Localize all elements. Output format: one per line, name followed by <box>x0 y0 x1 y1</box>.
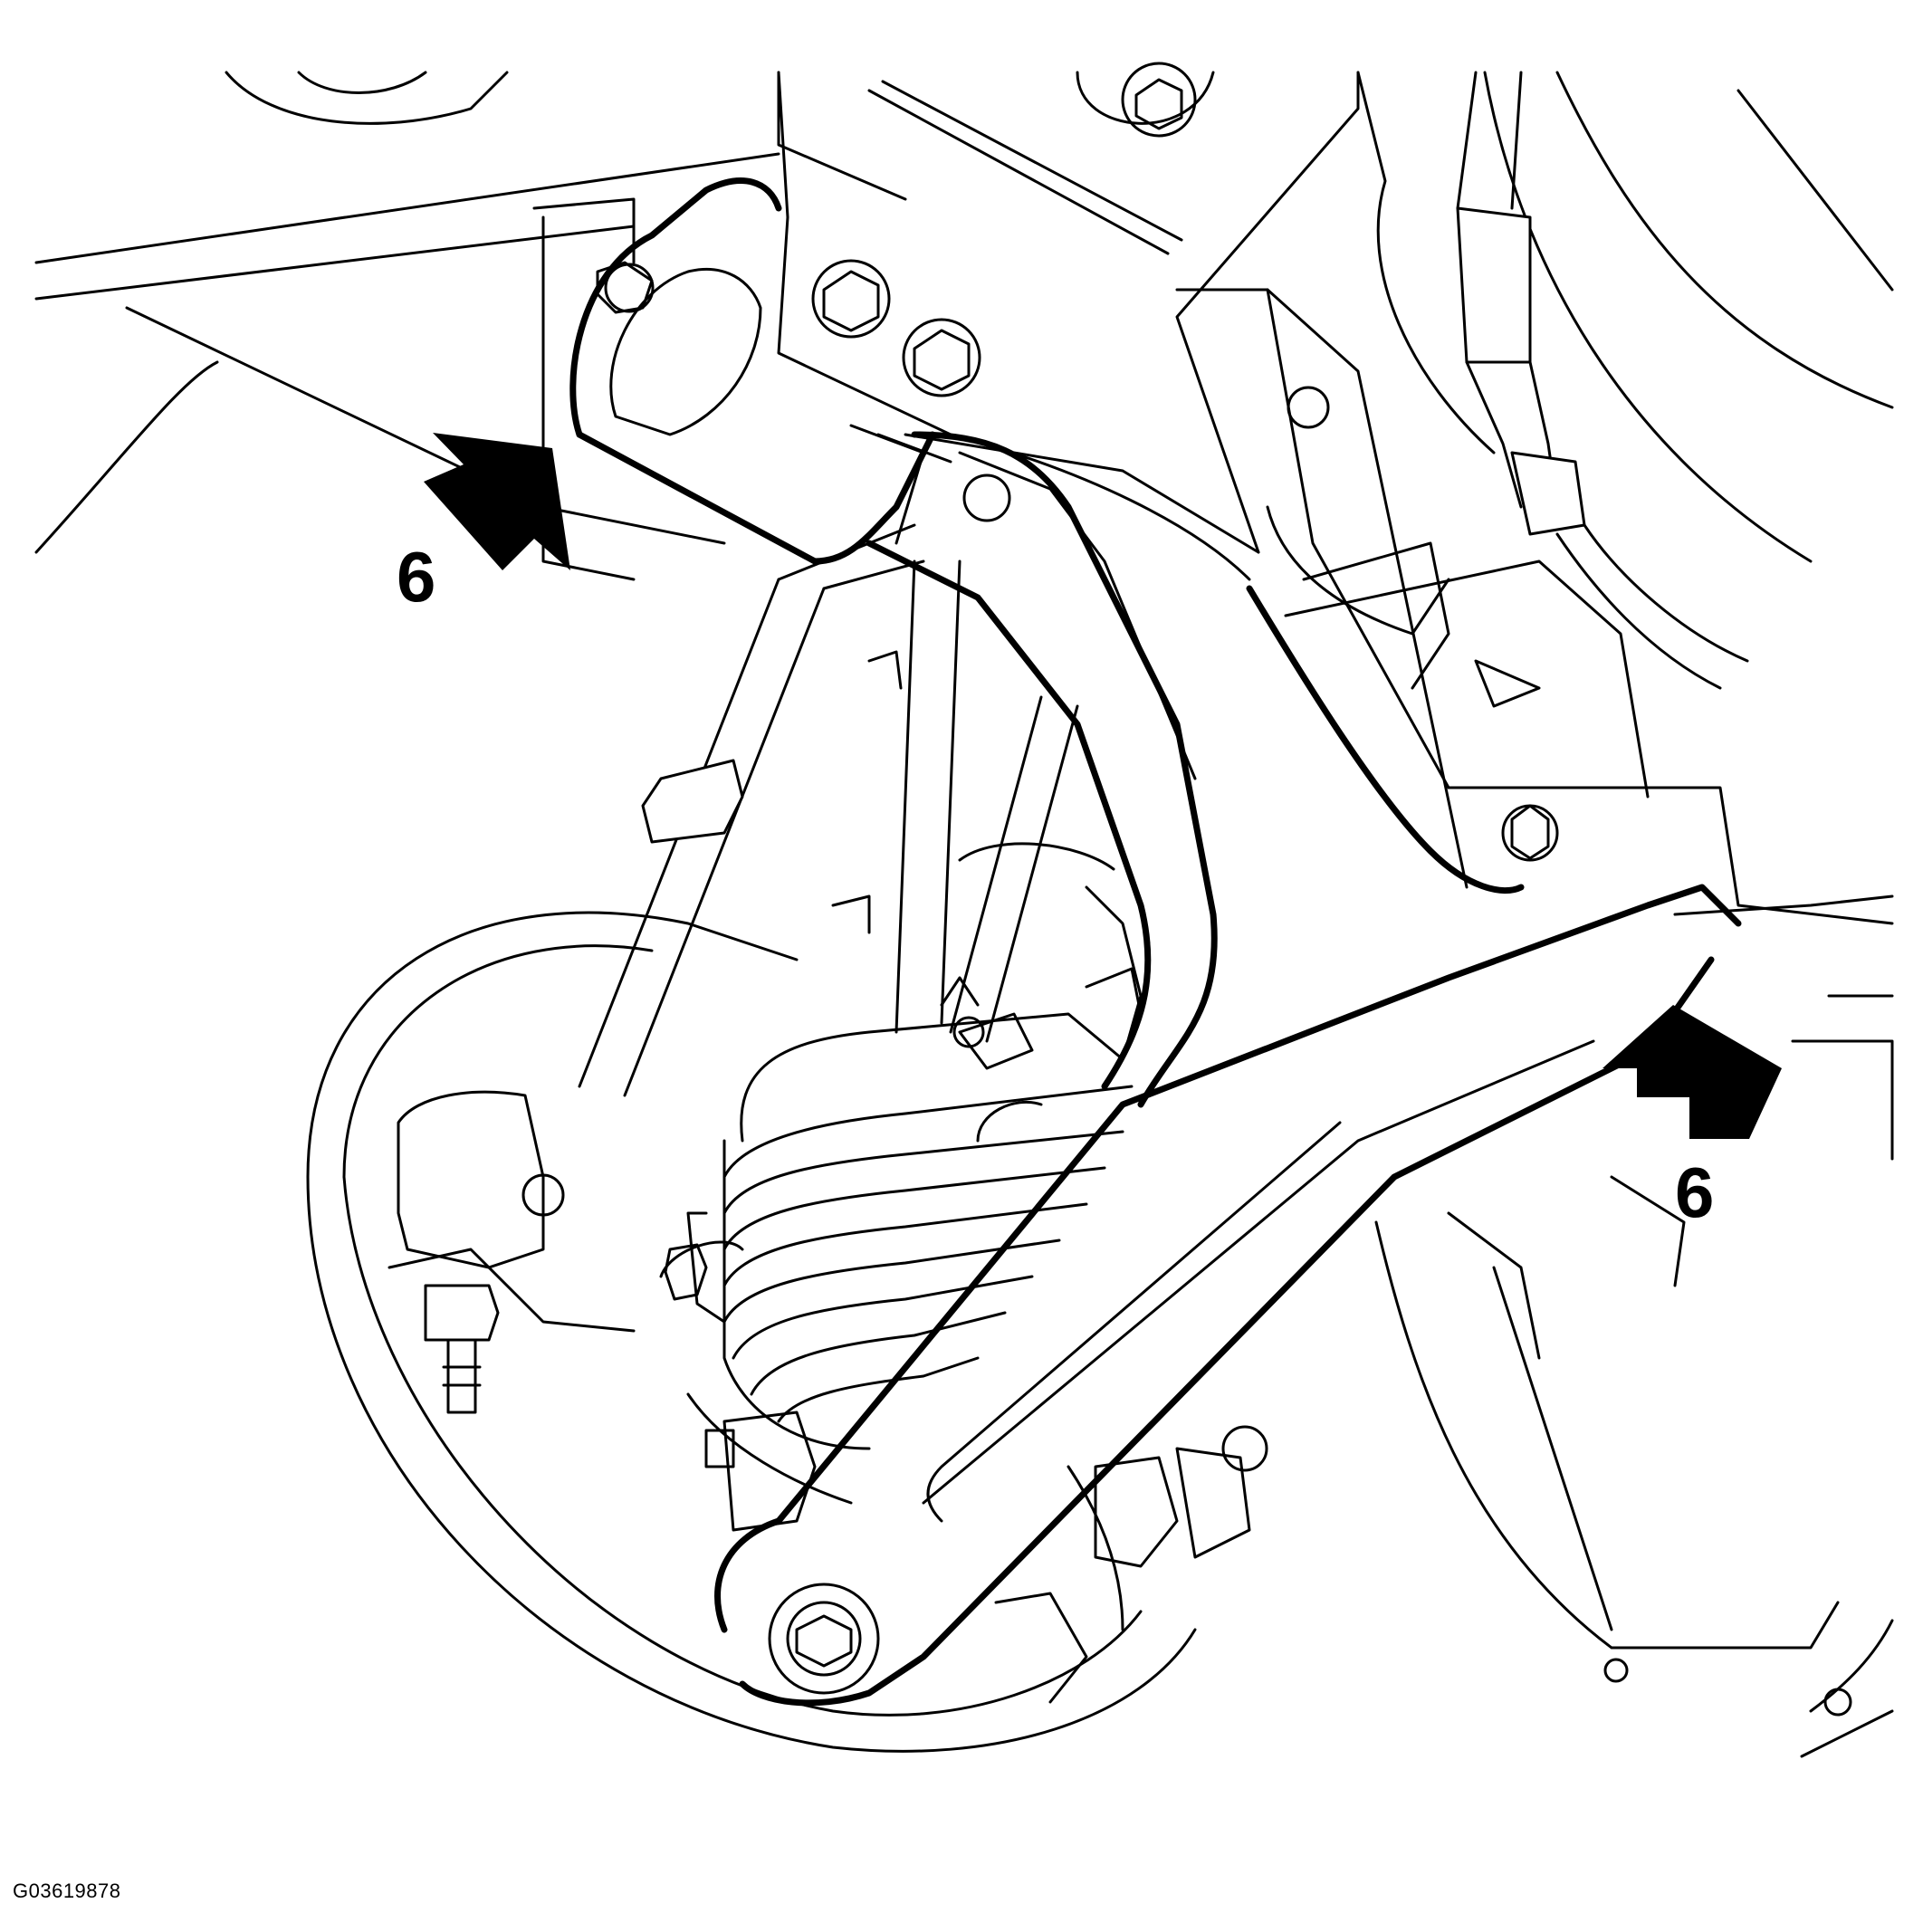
tie-rod <box>578 523 925 1097</box>
brake-line <box>1456 71 1749 690</box>
upper-control-arm <box>866 431 1218 1108</box>
wheel-hub-disc <box>306 911 1197 1753</box>
callout-arrow-left <box>424 433 570 570</box>
upper-links <box>831 560 1079 1043</box>
figure-code: G03619878 <box>13 1879 121 1902</box>
callout-arrow-right <box>1602 1005 1782 1139</box>
lower-control-arm <box>714 884 1742 1707</box>
callout-label-left: 6 <box>397 537 436 617</box>
callout-label-right: 6 <box>1675 1153 1715 1232</box>
spring-damper <box>659 842 1143 1450</box>
arrow-icon <box>1602 1005 1782 1139</box>
background-body-outlines <box>34 71 1894 1758</box>
right-bracket-details <box>1447 1175 1852 1717</box>
knuckle <box>397 976 1043 1532</box>
arrow-icon <box>424 433 570 570</box>
upper-bushing <box>569 177 952 565</box>
lower-hardware <box>994 1425 1268 1704</box>
bracket-bolts <box>811 62 1330 429</box>
brake-hose <box>1246 585 1559 894</box>
